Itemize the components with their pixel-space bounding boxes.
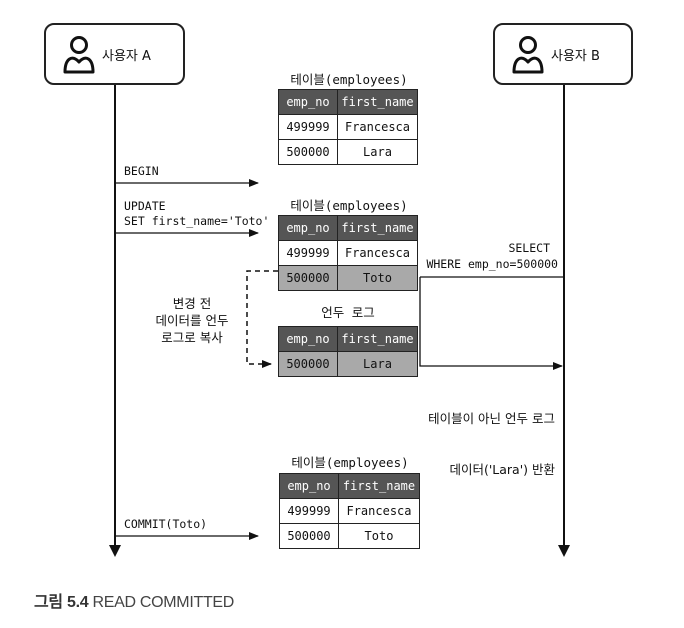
table-row-highlighted: 500000 Toto xyxy=(278,265,418,291)
update-label-line1: UPDATE xyxy=(124,199,166,213)
user-icon xyxy=(512,36,544,74)
cell: Toto xyxy=(338,523,420,549)
cell: 500000 xyxy=(278,139,338,165)
header-cell: first_name xyxy=(337,215,418,241)
cell: 500000 xyxy=(278,265,338,291)
user-a-label: 사용자 A xyxy=(102,48,151,64)
user-b-lifeline-arrow xyxy=(558,545,570,557)
commit-label: COMMIT(Toto) xyxy=(124,517,208,531)
cell: 499999 xyxy=(279,498,339,524)
begin-label: BEGIN xyxy=(124,164,159,178)
undo-copy-arrow xyxy=(246,270,278,368)
undo-return-note: 테이블이 아닌 언두 로그 데이터('Lara') 반환 xyxy=(428,411,555,477)
user-a-lifeline xyxy=(114,85,116,545)
header-cell: emp_no xyxy=(278,326,338,352)
user-icon xyxy=(63,36,95,74)
table-1: emp_no first_name 499999 Francesca 50000… xyxy=(278,89,418,165)
table-row-highlighted: 500000 Lara xyxy=(278,351,418,377)
cell: Toto xyxy=(337,265,418,291)
cell: Francesca xyxy=(338,498,420,524)
user-b-label: 사용자 B xyxy=(551,48,600,64)
undo-log-table: emp_no first_name 500000 Lara xyxy=(278,326,418,377)
table-row: 500000 Toto xyxy=(279,523,420,549)
figure-caption: 그림 5.4 READ COMMITTED xyxy=(34,588,234,612)
user-b-box: 사용자 B xyxy=(493,23,633,85)
figure-number: 그림 5.4 xyxy=(34,594,89,611)
cell: Francesca xyxy=(337,240,418,266)
undo-return-arrow xyxy=(419,277,563,370)
table-row: 499999 Francesca xyxy=(278,114,418,140)
table-row: 499999 Francesca xyxy=(279,498,420,524)
header-cell: first_name xyxy=(338,473,420,499)
cell: Lara xyxy=(337,139,418,165)
cell: 499999 xyxy=(278,240,338,266)
select-label-line2: WHERE emp_no=500000 xyxy=(426,257,558,271)
table-row: 499999 Francesca xyxy=(278,240,418,266)
table-3: emp_no first_name 499999 Francesca 50000… xyxy=(279,473,420,549)
table-1-title: 테이블(employees) xyxy=(290,72,408,87)
user-b-lifeline xyxy=(563,85,565,545)
cell: Lara xyxy=(337,351,418,377)
cell: 500000 xyxy=(279,523,339,549)
header-cell: first_name xyxy=(337,326,418,352)
update-label-line2: SET first_name='Toto' xyxy=(124,214,270,228)
undo-log-title: 언두 로그 xyxy=(321,305,375,320)
figure-title: READ COMMITTED xyxy=(92,594,235,611)
header-cell: first_name xyxy=(337,89,418,115)
header-cell: emp_no xyxy=(278,89,338,115)
cell: 500000 xyxy=(278,351,338,377)
user-a-lifeline-arrow xyxy=(109,545,121,557)
cell: Francesca xyxy=(337,114,418,140)
header-cell: emp_no xyxy=(278,215,338,241)
user-a-box: 사용자 A xyxy=(44,23,185,85)
select-label-line1: SELECT xyxy=(508,241,550,255)
table-2: emp_no first_name 499999 Francesca 50000… xyxy=(278,215,418,291)
table-2-title: 테이블(employees) xyxy=(290,198,408,213)
table-row: 500000 Lara xyxy=(278,139,418,165)
header-cell: emp_no xyxy=(279,473,339,499)
cell: 499999 xyxy=(278,114,338,140)
undo-copy-note: 변경 전 데이터를 언두 로그로 복사 xyxy=(155,296,229,345)
table-3-title: 테이블(employees) xyxy=(291,455,409,470)
